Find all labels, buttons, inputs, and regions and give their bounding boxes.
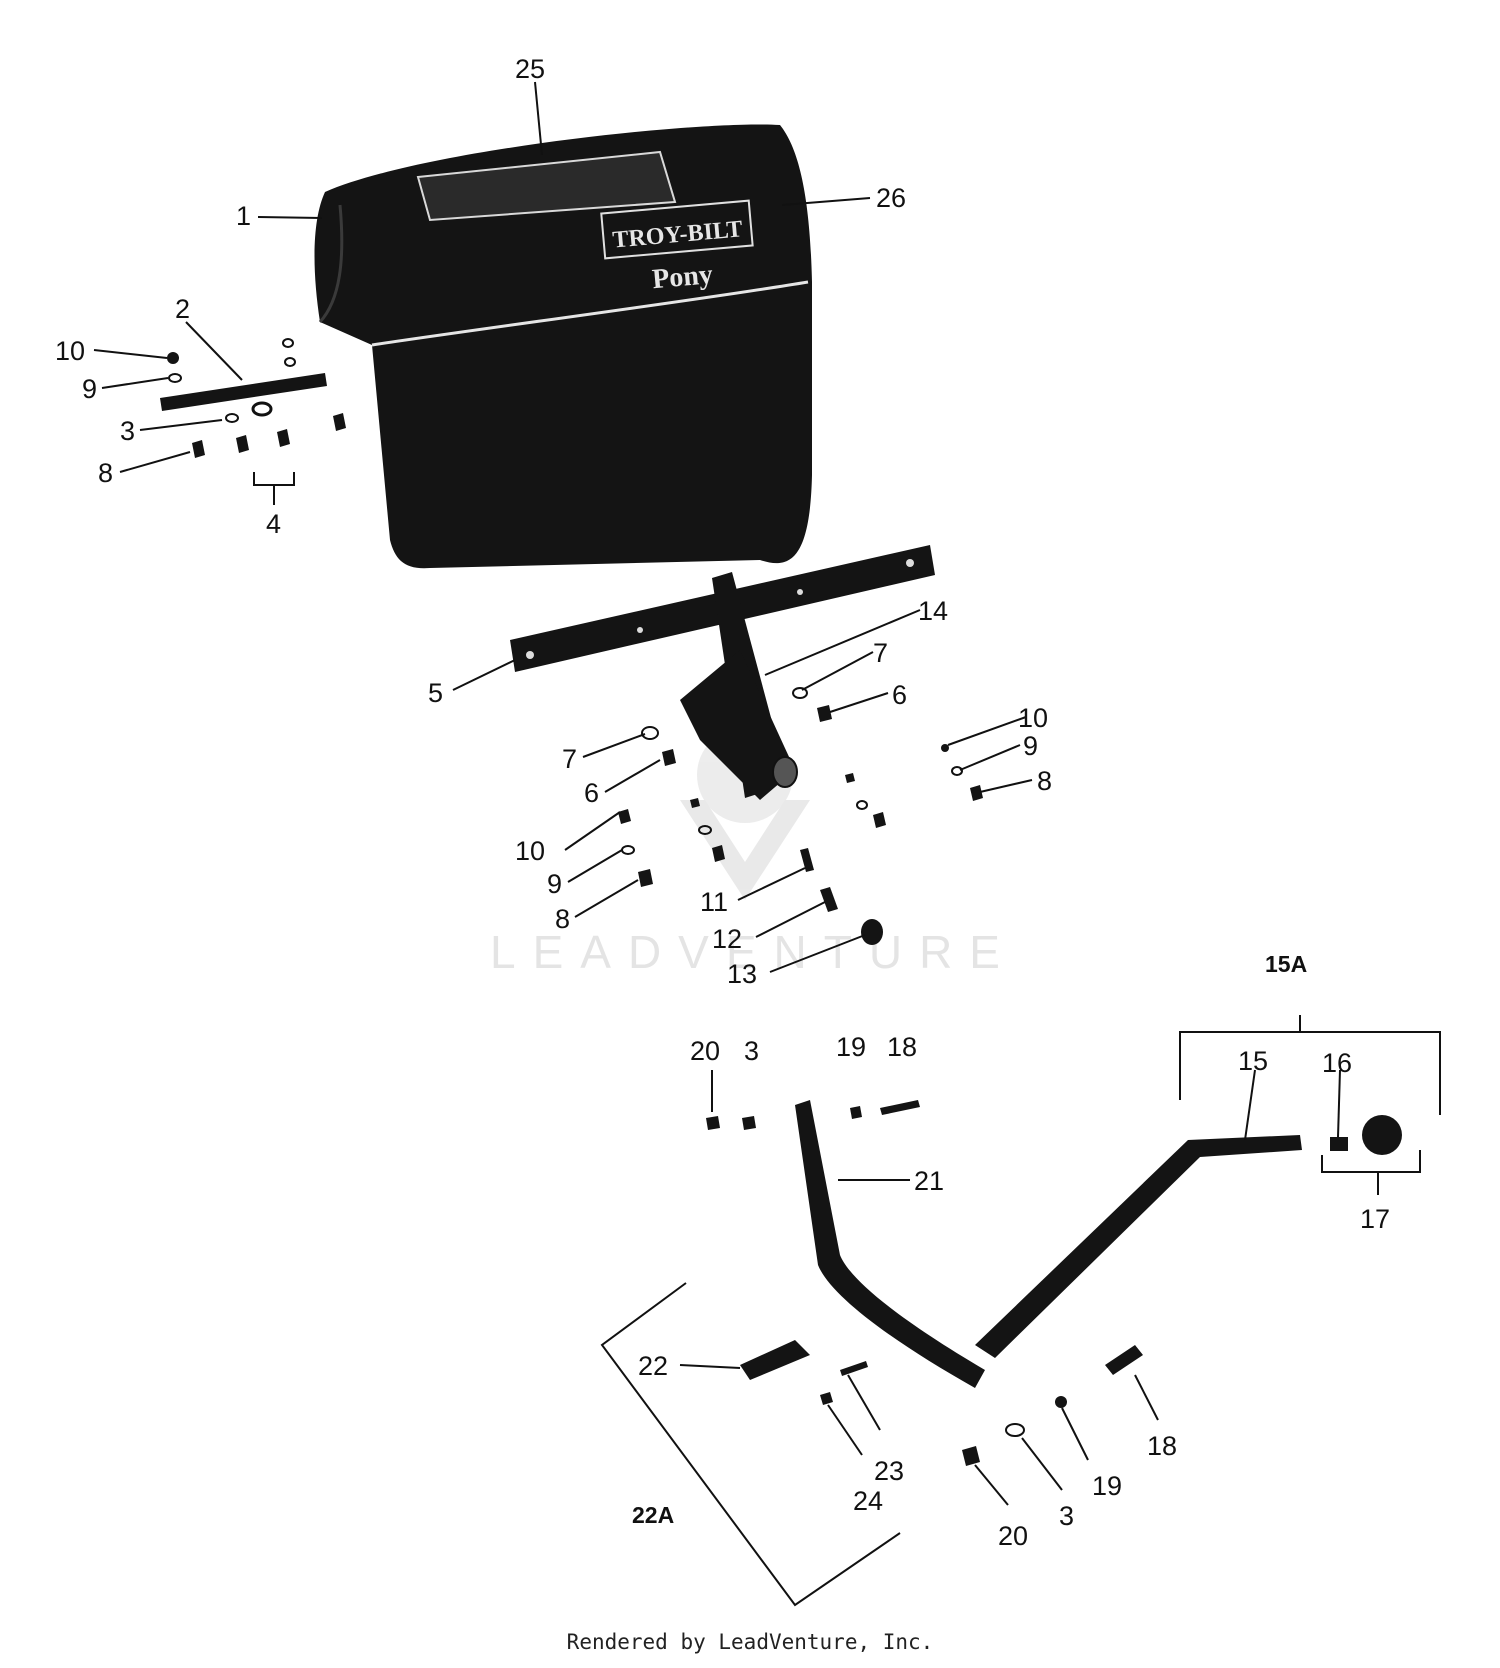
group-bracket-15A [1179,1015,1441,1115]
callouts: 25 1 26 2 10 9 3 8 4 14 5 7 6 10 9 8 7 6… [55,54,1390,1551]
hitch-hardware [618,687,983,945]
brand-logo-plate [600,199,754,260]
group-bracket-22A [600,1282,901,1607]
callout-14: 14 [918,596,948,626]
callout-22A: 22A [632,1502,674,1528]
callout-16: 16 [1322,1048,1352,1078]
callout-1: 1 [236,201,251,231]
group-bracket-17 [1321,1150,1421,1195]
callout-8: 8 [1037,766,1052,796]
callout-2: 2 [175,294,190,324]
callout-18: 18 [887,1032,917,1062]
callout-8: 8 [555,904,570,934]
callout-13: 13 [727,959,757,989]
hood-decal: TROY-BILT Pony [600,199,754,295]
callout-9: 9 [1023,731,1038,761]
callout-24: 24 [853,1486,883,1516]
callout-17: 17 [1360,1204,1390,1234]
tine-hood: TROY-BILT Pony [314,124,812,569]
callout-15: 15 [1238,1046,1268,1076]
callout-3: 3 [744,1036,759,1066]
callout-9: 9 [547,869,562,899]
lower-hardware [706,1100,1143,1466]
callout-3: 3 [1059,1501,1074,1531]
render-credit: Rendered by LeadVenture, Inc. [566,1630,934,1654]
watermark-text: LEADVENTURE [490,926,1017,978]
callout-5: 5 [428,678,443,708]
callout-9: 9 [82,374,97,404]
callout-6: 6 [892,680,907,710]
callout-10: 10 [55,336,85,366]
callout-22: 22 [638,1351,668,1381]
depth-bar-assembly [795,1100,1402,1388]
callout-20: 20 [690,1036,720,1066]
callout-23: 23 [874,1456,904,1486]
callout-7: 7 [873,638,888,668]
callout-12: 12 [712,924,742,954]
callout-10: 10 [515,836,545,866]
brand-model-text: Pony [651,259,714,295]
callout-18: 18 [1147,1431,1177,1461]
callout-21: 21 [914,1166,944,1196]
callout-4: 4 [266,509,281,539]
callout-3: 3 [120,416,135,446]
callout-10: 10 [1018,703,1048,733]
callout-8: 8 [98,458,113,488]
leader-lines [93,81,1341,1506]
hood-top-panel [416,150,677,222]
callout-15A: 15A [1265,951,1307,977]
callout-26: 26 [876,183,906,213]
callout-6: 6 [584,778,599,808]
hitch-bracket [680,572,798,800]
callout-11: 11 [700,887,728,917]
flap-bracket-kit [160,338,346,458]
callout-19: 19 [1092,1471,1122,1501]
callout-25: 25 [515,54,545,84]
callout-20: 20 [998,1521,1028,1551]
callout-7: 7 [562,744,577,774]
callout-19: 19 [836,1032,866,1062]
group-bracket-4 [253,472,295,505]
